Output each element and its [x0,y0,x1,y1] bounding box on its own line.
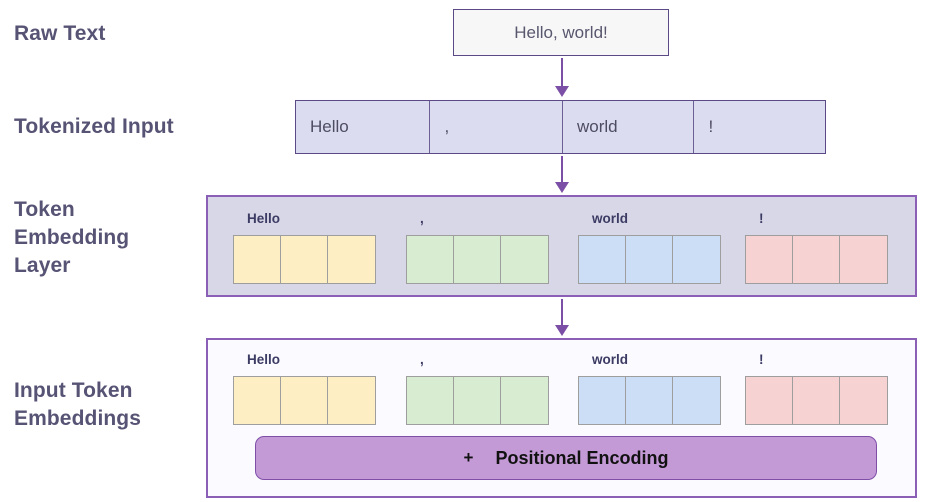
raw-text-box: Hello, world! [453,9,669,56]
embedding-group-row: Hello , world [208,352,915,426]
embedding-cells [578,235,721,284]
embedding-cell [328,236,375,283]
tokenized-input-row: Hello , world ! [295,100,826,154]
embedding-group-token: , [420,211,424,226]
embedding-cell [407,236,454,283]
token-cell-label: world [576,117,618,136]
embedding-cells [578,376,721,425]
embedding-cell [501,377,548,424]
arrow-shaft [561,299,563,327]
embedding-cell [840,236,887,283]
embedding-cell [673,377,720,424]
arrow-shaft [561,156,563,184]
arrow-down-icon-raw-to-tokenized [552,58,572,98]
row-label-token-embedding-layer: Token Embedding Layer [14,198,130,277]
row-label-input-token-embeddings: Input Token Embeddings [14,379,142,430]
embedding-group-token: world [592,352,628,367]
input-token-embeddings-panel: Hello , world [206,338,917,498]
token-cell: ! [694,101,825,153]
embedding-cell [793,236,840,283]
embedding-cell [281,377,328,424]
embedding-cell [579,236,626,283]
embedding-cell [234,236,281,283]
embedding-cell [407,377,454,424]
embedding-group-token: Hello [247,352,281,367]
embedding-cell [579,377,626,424]
embedding-cells [233,235,376,284]
embedding-cells [406,376,549,425]
arrow-head [555,325,569,336]
arrow-shaft [561,58,563,88]
embedding-cell [454,236,501,283]
token-embedding-layer-panel: Hello , world [206,195,917,297]
embedding-cell [793,377,840,424]
token-cell-label: Hello [310,117,349,136]
embedding-cell [281,236,328,283]
embedding-group-token: ! [759,352,764,367]
embedding-cell [328,377,375,424]
positional-encoding-label: Positional Encoding [495,447,669,468]
embedding-group-token: world [592,211,628,226]
embedding-cell [234,377,281,424]
row-label-raw-text: Raw Text [14,22,106,45]
arrow-head [555,182,569,193]
raw-text-value: Hello, world! [514,22,608,42]
embedding-cell [746,236,793,283]
embedding-group-row: Hello , world [208,211,915,285]
embedding-cell [673,236,720,283]
embedding-group-token: , [420,352,424,367]
embedding-cell [626,236,673,283]
arrow-down-icon-tokenized-to-embedding [552,156,572,196]
token-cell-label: ! [708,117,714,136]
positional-encoding-bar: + Positional Encoding [255,436,877,480]
embedding-cell [746,377,793,424]
embedding-cells [745,235,888,284]
token-cell-label: , [444,117,450,136]
arrow-head [555,86,569,97]
embedding-cell [626,377,673,424]
token-cell: Hello [296,101,431,153]
embedding-cells [745,376,888,425]
arrow-down-icon-embedding-to-input [552,299,572,339]
token-cell: , [430,101,563,153]
embedding-cell [501,236,548,283]
embedding-cells [406,235,549,284]
embedding-cell [454,377,501,424]
embedding-group-token: ! [759,211,764,226]
embedding-cells [233,376,376,425]
plus-icon: + [463,448,474,467]
token-cell: world [562,101,695,153]
embedding-group-token: Hello [247,211,281,226]
embedding-cell [840,377,887,424]
row-label-tokenized-input: Tokenized Input [14,115,174,138]
